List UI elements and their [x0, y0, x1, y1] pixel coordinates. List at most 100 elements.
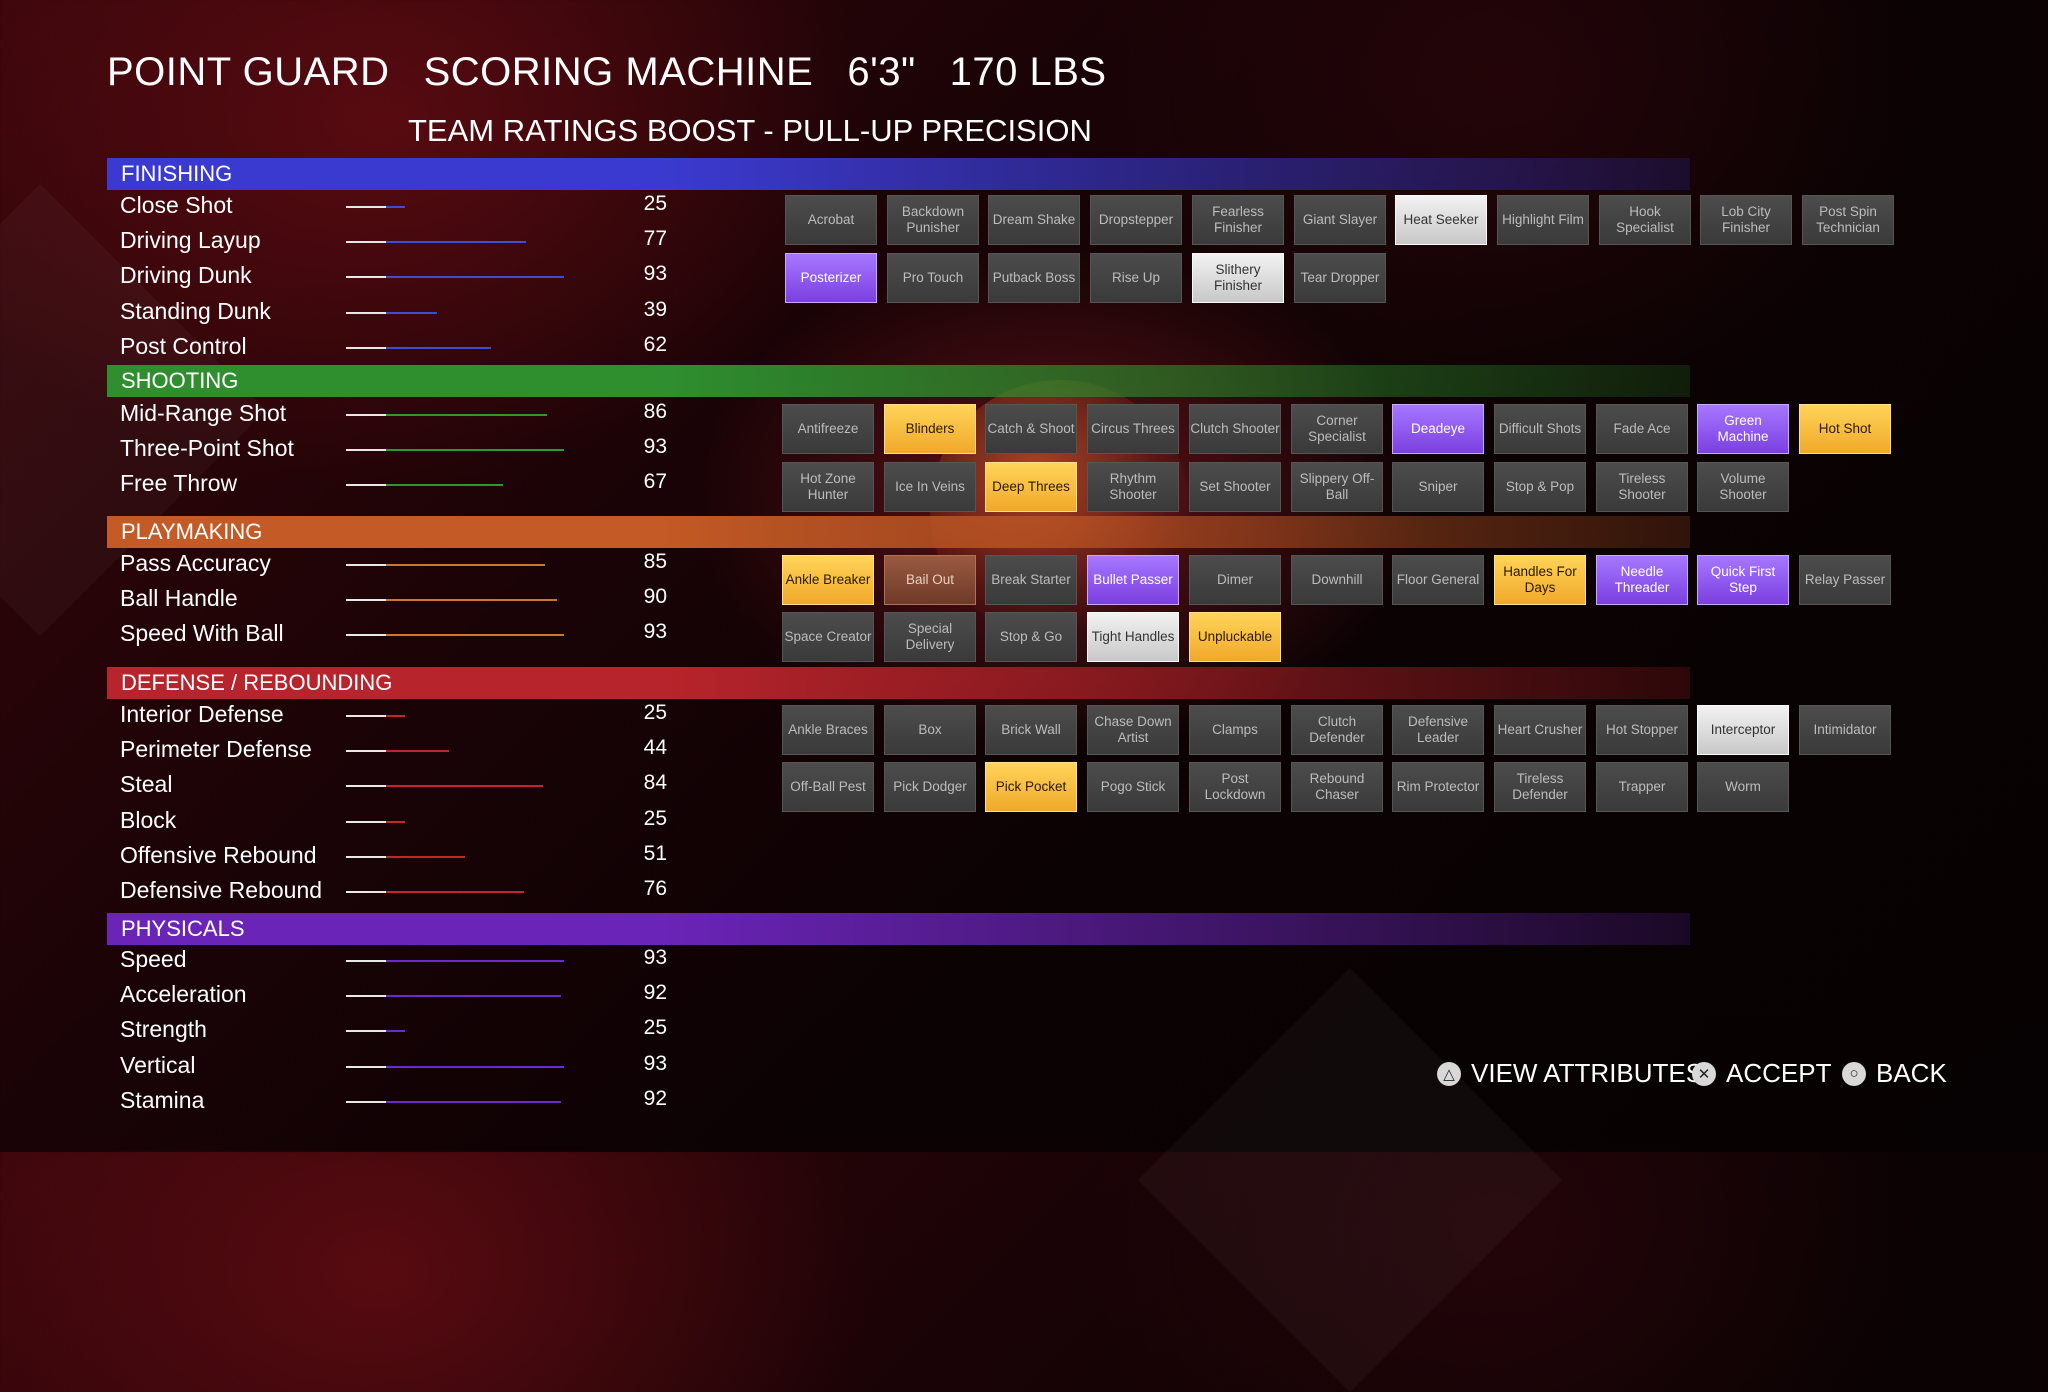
- badge-catch-shoot[interactable]: Catch & Shoot: [985, 404, 1077, 454]
- badge-posterizer[interactable]: Posterizer: [785, 253, 877, 303]
- badge-tireless-defender[interactable]: Tireless Defender: [1494, 762, 1586, 812]
- badge-pick-pocket[interactable]: Pick Pocket: [985, 762, 1077, 812]
- badge-tireless-shooter[interactable]: Tireless Shooter: [1596, 462, 1688, 512]
- badge-rebound-chaser[interactable]: Rebound Chaser: [1291, 762, 1383, 812]
- badge-slithery-finisher[interactable]: Slithery Finisher: [1192, 253, 1284, 303]
- badge-rim-protector[interactable]: Rim Protector: [1392, 762, 1484, 812]
- badge-dropstepper[interactable]: Dropstepper: [1090, 195, 1182, 245]
- badge-fearless-finisher[interactable]: Fearless Finisher: [1192, 195, 1284, 245]
- badge-relay-passer[interactable]: Relay Passer: [1799, 555, 1891, 605]
- badge-heat-seeker[interactable]: Heat Seeker: [1395, 195, 1487, 245]
- badge-fade-ace[interactable]: Fade Ace: [1596, 404, 1688, 454]
- badge-clamps[interactable]: Clamps: [1189, 705, 1281, 755]
- badge-break-starter[interactable]: Break Starter: [985, 555, 1077, 605]
- badge-chase-down-artist[interactable]: Chase Down Artist: [1087, 705, 1179, 755]
- badge-hot-shot[interactable]: Hot Shot: [1799, 404, 1891, 454]
- badge-bail-out[interactable]: Bail Out: [884, 555, 976, 605]
- badge-corner-specialist[interactable]: Corner Specialist: [1291, 404, 1383, 454]
- badge-needle-threader[interactable]: Needle Threader: [1596, 555, 1688, 605]
- badge-tight-handles[interactable]: Tight Handles: [1087, 612, 1179, 662]
- badge-green-machine[interactable]: Green Machine: [1697, 404, 1789, 454]
- badge-box[interactable]: Box: [884, 705, 976, 755]
- badge-circus-threes[interactable]: Circus Threes: [1087, 404, 1179, 454]
- badge-rise-up[interactable]: Rise Up: [1090, 253, 1182, 303]
- badge-clutch-defender[interactable]: Clutch Defender: [1291, 705, 1383, 755]
- badge-tear-dropper[interactable]: Tear Dropper: [1294, 253, 1386, 303]
- badge-sniper[interactable]: Sniper: [1392, 462, 1484, 512]
- badge-space-creator[interactable]: Space Creator: [782, 612, 874, 662]
- badge-intimidator[interactable]: Intimidator: [1799, 705, 1891, 755]
- badge-putback-boss[interactable]: Putback Boss: [988, 253, 1080, 303]
- badge-lob-city-finisher[interactable]: Lob City Finisher: [1700, 195, 1792, 245]
- badge-post-lockdown[interactable]: Post Lockdown: [1189, 762, 1281, 812]
- badge-deep-threes[interactable]: Deep Threes: [985, 462, 1077, 512]
- badge-backdown-punisher[interactable]: Backdown Punisher: [887, 195, 979, 245]
- badge-pick-dodger[interactable]: Pick Dodger: [884, 762, 976, 812]
- footer-accept[interactable]: ✕ ACCEPT: [1692, 1058, 1831, 1089]
- footer-back[interactable]: ○ BACK: [1842, 1058, 1947, 1089]
- badge-highlight-film[interactable]: Highlight Film: [1497, 195, 1589, 245]
- badge-giant-slayer[interactable]: Giant Slayer: [1294, 195, 1386, 245]
- footer-view-attributes[interactable]: △ VIEW ATTRIBUTES: [1437, 1058, 1703, 1089]
- badge-dimer[interactable]: Dimer: [1189, 555, 1281, 605]
- badge-defensive-leader[interactable]: Defensive Leader: [1392, 705, 1484, 755]
- badge-pro-touch[interactable]: Pro Touch: [887, 253, 979, 303]
- badge-worm[interactable]: Worm: [1697, 762, 1789, 812]
- badge-downhill[interactable]: Downhill: [1291, 555, 1383, 605]
- badge-hot-zone-hunter[interactable]: Hot Zone Hunter: [782, 462, 874, 512]
- badge-blinders[interactable]: Blinders: [884, 404, 976, 454]
- badge-heart-crusher[interactable]: Heart Crusher: [1494, 705, 1586, 755]
- badge-floor-general[interactable]: Floor General: [1392, 555, 1484, 605]
- badge-difficult-shots[interactable]: Difficult Shots: [1494, 404, 1586, 454]
- badge-off-ball-pest[interactable]: Off-Ball Pest: [782, 762, 874, 812]
- badge-stop-go[interactable]: Stop & Go: [985, 612, 1077, 662]
- badge-ankle-breaker[interactable]: Ankle Breaker: [782, 555, 874, 605]
- badge-antifreeze[interactable]: Antifreeze: [782, 404, 874, 454]
- badge-hot-stopper[interactable]: Hot Stopper: [1596, 705, 1688, 755]
- badge-deadeye[interactable]: Deadeye: [1392, 404, 1484, 454]
- badge-special-delivery[interactable]: Special Delivery: [884, 612, 976, 662]
- badge-ankle-braces[interactable]: Ankle Braces: [782, 705, 874, 755]
- badge-slippery-off-ball[interactable]: Slippery Off-Ball: [1291, 462, 1383, 512]
- badge-ice-in-veins[interactable]: Ice In Veins: [884, 462, 976, 512]
- badge-volume-shooter[interactable]: Volume Shooter: [1697, 462, 1789, 512]
- badge-post-spin-technician[interactable]: Post Spin Technician: [1802, 195, 1894, 245]
- badge-hook-specialist[interactable]: Hook Specialist: [1599, 195, 1691, 245]
- badge-stop-pop[interactable]: Stop & Pop: [1494, 462, 1586, 512]
- badge-clutch-shooter[interactable]: Clutch Shooter: [1189, 404, 1281, 454]
- badge-acrobat[interactable]: Acrobat: [785, 195, 877, 245]
- badge-bullet-passer[interactable]: Bullet Passer: [1087, 555, 1179, 605]
- badge-unpluckable[interactable]: Unpluckable: [1189, 612, 1281, 662]
- badge-pogo-stick[interactable]: Pogo Stick: [1087, 762, 1179, 812]
- badge-trapper[interactable]: Trapper: [1596, 762, 1688, 812]
- badge-brick-wall[interactable]: Brick Wall: [985, 705, 1077, 755]
- badge-quick-first-step[interactable]: Quick First Step: [1697, 555, 1789, 605]
- badge-dream-shake[interactable]: Dream Shake: [988, 195, 1080, 245]
- badge-rhythm-shooter[interactable]: Rhythm Shooter: [1087, 462, 1179, 512]
- badge-set-shooter[interactable]: Set Shooter: [1189, 462, 1281, 512]
- badge-handles-for-days[interactable]: Handles For Days: [1494, 555, 1586, 605]
- badge-interceptor[interactable]: Interceptor: [1697, 705, 1789, 755]
